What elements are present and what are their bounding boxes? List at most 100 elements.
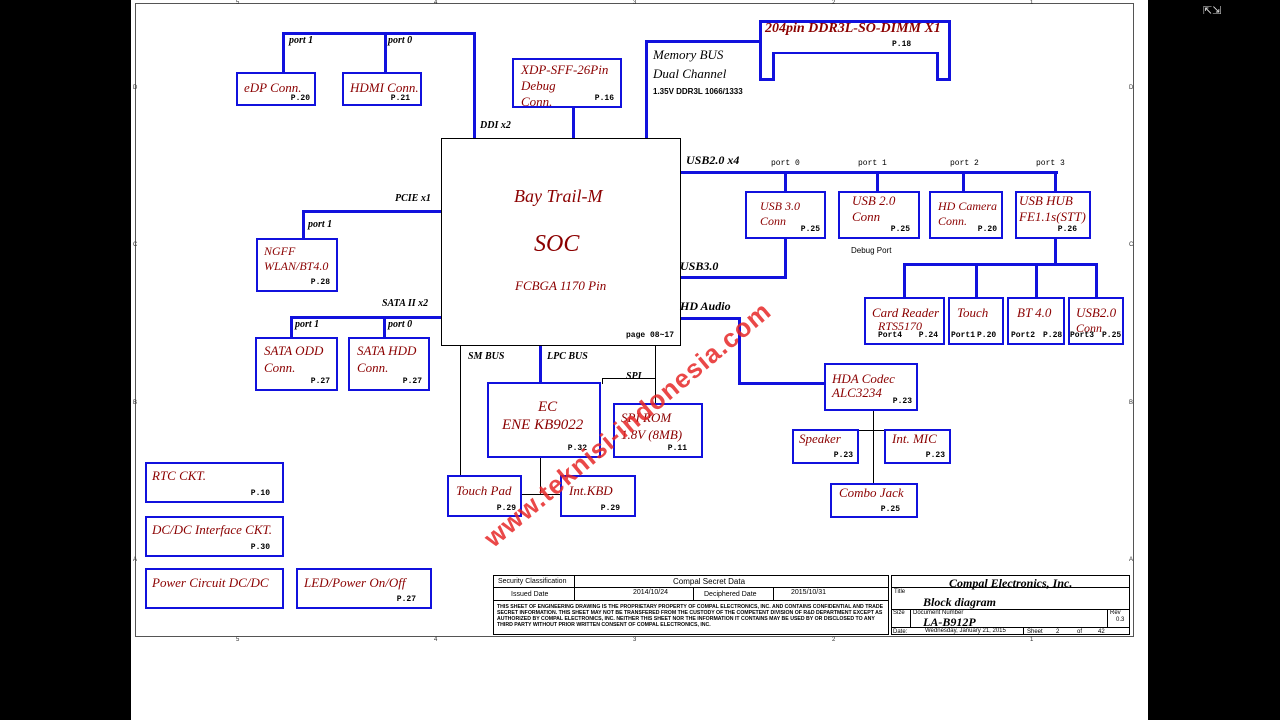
power-label: Power Circuit DC/DC bbox=[152, 575, 269, 590]
pcie-wire-h bbox=[302, 210, 443, 213]
cardreader-label-1: Card Reader bbox=[872, 305, 940, 320]
usb30-bus-label: USB3.0 bbox=[680, 259, 719, 273]
soc-name: Bay Trail-M bbox=[514, 186, 603, 206]
grid-top-3: 3 bbox=[633, 0, 637, 6]
spi-wire-drop bbox=[602, 378, 603, 384]
usb30-label-1: USB 3.0 bbox=[760, 199, 800, 213]
ec-label-2: ENE KB9022 bbox=[502, 417, 584, 433]
spi-label: SPI bbox=[626, 371, 642, 382]
dcdc-interface-block: DC/DC Interface CKT. P.30 bbox=[145, 516, 284, 557]
hdcam-label-2: Conn. bbox=[938, 214, 968, 228]
hda-label-2: ALC3234 bbox=[832, 385, 882, 400]
pcie-port1-label: port 1 bbox=[308, 219, 333, 230]
usb3-wire-v bbox=[784, 238, 787, 279]
combojack-page: P.25 bbox=[880, 505, 900, 514]
sata-port1-label: port 1 bbox=[295, 319, 320, 330]
sata-odd-block: SATA ODD Conn. P.27 bbox=[255, 337, 338, 391]
rtc-label: RTC CKT. bbox=[152, 468, 206, 483]
touch-pad-block: Touch Pad P.29 bbox=[447, 475, 522, 517]
smbus-wire bbox=[460, 345, 461, 476]
xdp-label-3: Conn. bbox=[521, 94, 553, 109]
led-page: P.27 bbox=[396, 595, 416, 604]
cardreader-label-2: RTS5170 bbox=[878, 319, 923, 333]
cardreader-port: Port4 bbox=[878, 331, 903, 340]
grid-bottom-5: 5 bbox=[236, 637, 240, 643]
intmic-page: P.23 bbox=[925, 451, 945, 460]
touchpad-label: Touch Pad bbox=[456, 483, 512, 498]
touch-port: Port1 bbox=[951, 331, 976, 340]
usbhub-page: P.26 bbox=[1057, 225, 1077, 234]
grid-right-a: A bbox=[1129, 557, 1134, 563]
hdmi-page: P.21 bbox=[390, 94, 410, 103]
sataodd-label-2: Conn. bbox=[264, 360, 296, 375]
tp-kbd-wire bbox=[521, 494, 561, 495]
dcdc-label: DC/DC Interface CKT. bbox=[152, 522, 273, 537]
dimm-page: P.18 bbox=[892, 40, 912, 49]
tb-line-4 bbox=[891, 609, 1130, 610]
sheet-field-label: Sheet bbox=[1027, 629, 1043, 635]
spi-rom-block: SPI ROM 1.8V (8MB) P.11 bbox=[613, 403, 703, 458]
hdcam-page: P.20 bbox=[977, 225, 997, 234]
date-field-label: Date: bbox=[893, 629, 908, 635]
tb-vline-1 bbox=[574, 575, 575, 600]
ngff-block: NGFF WLAN/BT4.0 P.28 bbox=[256, 238, 338, 292]
sata-odd-wire bbox=[290, 316, 293, 338]
tb-vline-5 bbox=[1107, 609, 1108, 627]
usbhub-label-2: FE1.1s(STT) bbox=[1019, 209, 1086, 224]
security-classification-label: Security Classification bbox=[498, 578, 567, 585]
satahdd-label-2: Conn. bbox=[357, 360, 389, 375]
bt-port: Port2 bbox=[1011, 331, 1036, 340]
dimm-notch-right bbox=[936, 52, 939, 81]
usb-port0-wire bbox=[784, 171, 787, 193]
title-block-left-frame bbox=[493, 575, 889, 635]
size-field-label: Size bbox=[893, 610, 905, 616]
tb-line-3 bbox=[891, 587, 1130, 588]
dimm-top-edge bbox=[759, 20, 951, 23]
cardreader-page: P.24 bbox=[918, 331, 938, 340]
ddi-wire bbox=[473, 32, 476, 140]
title-field-label: Title bbox=[894, 589, 906, 595]
fullscreen-toggle-icon[interactable]: ⇱⇲ bbox=[1203, 4, 1222, 17]
touch-page: P.20 bbox=[977, 331, 997, 340]
tb-vline-3 bbox=[773, 587, 774, 600]
intkbd-page: P.29 bbox=[600, 504, 620, 513]
soc-title: SOC bbox=[534, 231, 580, 257]
title-block: Security Classification Compal Secret Da… bbox=[493, 575, 1130, 636]
usb20b-label-2: Conn bbox=[1076, 321, 1103, 335]
usb2-bus-wire bbox=[680, 171, 1058, 174]
deciphered-date-label: Deciphered Date bbox=[704, 591, 757, 598]
hda-down-wire bbox=[873, 411, 874, 485]
tb-vline-4 bbox=[910, 609, 911, 627]
ec-block: EC ENE KB9022 P.32 bbox=[487, 382, 601, 458]
ddr3l-label: 1.35V DDR3L 1066/1333 bbox=[653, 87, 743, 96]
edp-page: P.20 bbox=[290, 94, 310, 103]
usb20b-port: Port3 bbox=[1070, 331, 1095, 340]
drawing-frame bbox=[135, 3, 1134, 637]
grid-top-2: 2 bbox=[832, 0, 836, 6]
edp-label: eDP Conn. bbox=[244, 80, 302, 95]
hda-codec-block: HDA Codec ALC3234 P.23 bbox=[824, 363, 918, 411]
usb-port3-label: port 3 bbox=[1036, 159, 1065, 168]
hda-wire-h1 bbox=[680, 317, 740, 320]
grid-left-b: B bbox=[133, 400, 138, 406]
led-power-block: LED/Power On/Off P.27 bbox=[296, 568, 432, 609]
usb-hub-block: USB HUB FE1.1s(STT) P.26 bbox=[1015, 191, 1091, 239]
usbhub-label-1: USB HUB bbox=[1019, 193, 1073, 208]
lpc-wire bbox=[539, 345, 542, 385]
edp-connector-block: eDP Conn. P.20 bbox=[236, 72, 316, 106]
sheet-of-label: of bbox=[1077, 629, 1083, 635]
tb-line-5 bbox=[891, 627, 1130, 628]
grid-bottom-1: 1 bbox=[1030, 637, 1034, 643]
tb-vline-6 bbox=[1023, 627, 1024, 635]
spirom-label-2: 1.8V (8MB) bbox=[621, 427, 683, 442]
usb20b-page: P.25 bbox=[1102, 331, 1122, 340]
usb3-wire-h bbox=[680, 276, 787, 279]
spirom-page: P.11 bbox=[667, 444, 687, 453]
dimm-notch-left bbox=[772, 52, 775, 81]
xdp-label-2: Debug bbox=[521, 78, 556, 93]
usb30-page: P.25 bbox=[800, 225, 820, 234]
speaker-block: Speaker P.23 bbox=[792, 429, 859, 464]
card-reader-block: Card Reader RTS5170 Port4 P.24 bbox=[864, 297, 945, 345]
hd-audio-label: HD Audio bbox=[680, 299, 731, 313]
sata-label: SATA II x2 bbox=[382, 298, 429, 309]
